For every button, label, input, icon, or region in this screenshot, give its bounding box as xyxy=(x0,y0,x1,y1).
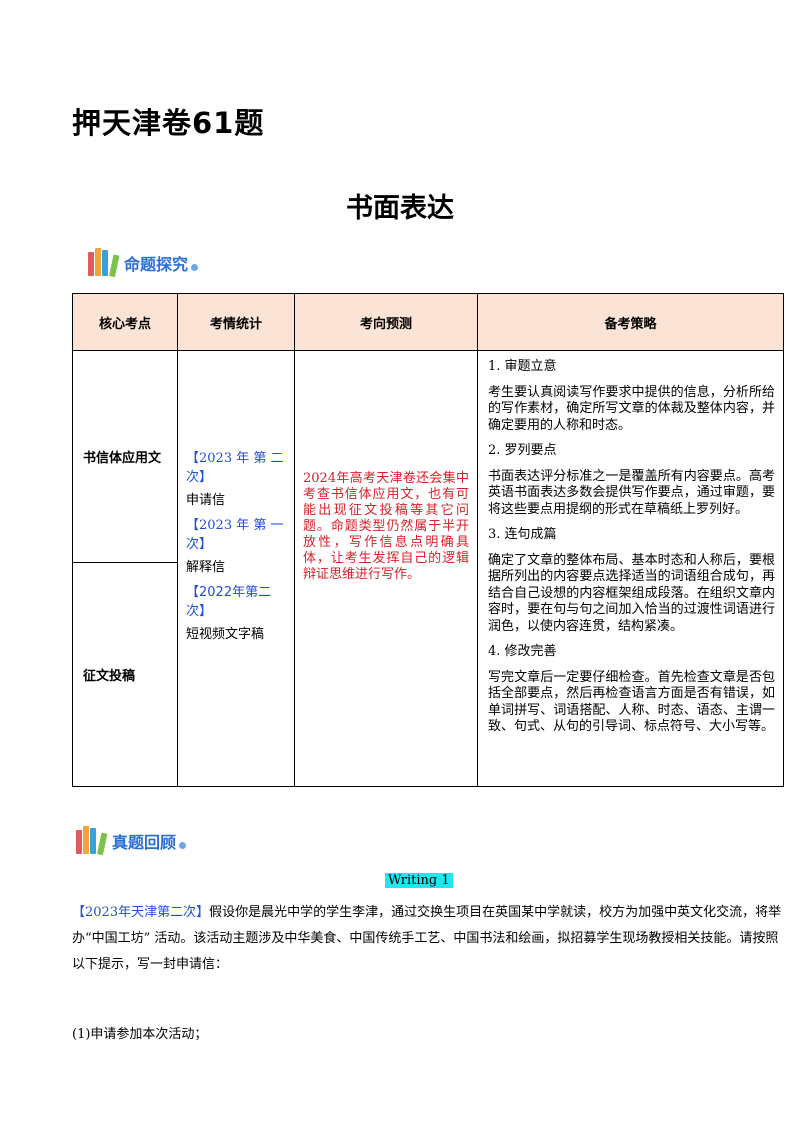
exam-plan-table: 核心考点 考情统计 考向预测 备考策略 书信体应用文 【2023 年 第 二 次… xyxy=(72,293,784,787)
stat-year: 【2023 年 第 二 次】 xyxy=(186,451,284,485)
banner-exploration: 命题探究 xyxy=(88,246,199,278)
prompt-paragraph: 【2023年天津第二次】假设你是晨光中学的学生李津，通过交换生项目在英国某中学就… xyxy=(72,900,784,978)
stat-year: 【2022年第二次】 xyxy=(186,585,272,619)
writing-label: Writing 1 xyxy=(385,873,453,888)
prediction-cell: 2024年高考天津卷还会集中考查书信体应用文，也有可能出现征文投稿等其它问题。命… xyxy=(294,350,478,787)
books-icon xyxy=(88,246,122,278)
strategy-heading: 4. 修改完善 xyxy=(488,644,557,659)
stat-label: 申请信 xyxy=(186,493,226,508)
header-statistics: 考情统计 xyxy=(177,293,295,351)
strategy-heading: 1. 审题立意 xyxy=(488,359,557,374)
banner-label: 真题回顾 xyxy=(112,833,177,852)
strategy-heading: 2. 罗列要点 xyxy=(488,443,557,458)
header-prediction: 考向预测 xyxy=(294,293,478,351)
dot-icon xyxy=(191,264,199,271)
strategy-body: 考生要认真阅读写作要求中提供的信息，分析所给的写作素材，确定所写文章的体裁及整体… xyxy=(488,384,775,433)
stat-label: 解释信 xyxy=(186,560,226,575)
section-title: 书面表达 xyxy=(346,193,454,224)
topic-letter: 书信体应用文 xyxy=(72,350,178,563)
strategy-cell: 1. 审题立意 考生要认真阅读写作要求中提供的信息，分析所给的写作素材，确定所写… xyxy=(477,350,784,787)
prompt-text: 假设你是晨光中学的学生李津，通过交换生项目在英国某中学就读，校方为加强中英文化交… xyxy=(72,905,782,972)
strategy-body: 书面表达评分标准之一是覆盖所有内容要点。高考英语书面表达多数会提供写作要点，通过… xyxy=(488,468,775,517)
topic-essay: 征文投稿 xyxy=(72,562,178,787)
document-title: 押天津卷61题 xyxy=(72,106,265,140)
strategy-heading: 3. 连句成篇 xyxy=(488,527,557,542)
strategy-body: 确定了文章的整体布局、基本时态和人称后，要根据所列出的内容要点选择适当的词语组合… xyxy=(488,552,775,634)
banner-review: 真题回顾 xyxy=(76,824,187,856)
banner-label: 命题探究 xyxy=(124,255,189,274)
stat-year: 【2023 年 第 一 次】 xyxy=(186,518,284,552)
header-strategy: 备考策略 xyxy=(477,293,784,351)
statistics-cell: 【2023 年 第 二 次】 申请信 【2023 年 第 一 次】 解释信 【2… xyxy=(177,350,295,787)
prompt-item: (1)申请参加本次活动； xyxy=(72,1027,208,1042)
strategy-body: 写完文章后一定要仔细检查。首先检查文章是否包括全部要点，然后再检查语言方面是否有… xyxy=(488,669,775,735)
dot-icon xyxy=(179,842,187,849)
header-core-topic: 核心考点 xyxy=(72,293,178,351)
stat-label: 短视频文字稿 xyxy=(186,627,265,642)
prompt-source: 【2023年天津第二次】 xyxy=(72,905,210,920)
books-icon xyxy=(76,824,110,856)
